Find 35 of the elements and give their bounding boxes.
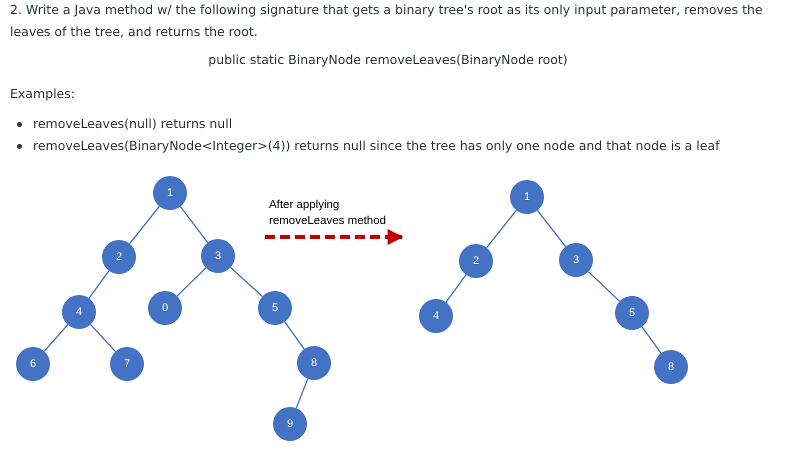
tree-node: 8 xyxy=(297,346,331,380)
tree-node: 7 xyxy=(110,347,144,381)
tree-edge xyxy=(641,326,662,354)
method-signature: public static BinaryNode removeLeaves(BinaryNode root) xyxy=(207,51,569,69)
tree-node: 3 xyxy=(559,243,593,277)
section-heading: Examples: xyxy=(10,85,75,103)
tree-edge xyxy=(180,206,208,243)
tree-node: 2 xyxy=(102,240,136,274)
tree-node: 3 xyxy=(201,239,235,273)
tree-node: 4 xyxy=(419,299,453,333)
example-item: removeLeaves(null) returns null xyxy=(33,115,232,133)
tree-node: 8 xyxy=(654,350,688,384)
tree-node: 4 xyxy=(62,295,96,329)
tree-node: 0 xyxy=(148,291,182,325)
tree-edge xyxy=(486,210,517,248)
tree-node: 1 xyxy=(510,180,544,214)
tree-edge xyxy=(296,378,308,408)
tree-edge xyxy=(176,267,206,297)
tree-edge xyxy=(44,324,68,352)
tree-edge xyxy=(230,266,263,298)
example-item: removeLeaves(BinaryNode<Integer>(4)) returns null since the tree has only one node and that node is a leaf xyxy=(33,137,720,155)
tree-node: 5 xyxy=(615,296,649,330)
tree-edge xyxy=(588,271,620,302)
tree-edge xyxy=(536,210,566,247)
tree-edge xyxy=(129,206,160,244)
tree-node: 9 xyxy=(273,407,307,441)
question-text: 2. Write a Java method w/ the following signature that gets a binary tree's root as its only input parameter, removes the leaves of the tree, and returns the root. xyxy=(10,1,764,41)
tree-node: 1 xyxy=(153,176,187,210)
tree-node: 2 xyxy=(459,244,493,278)
tree-edge xyxy=(284,321,305,350)
tree-node: 6 xyxy=(16,347,50,381)
tree-node: 5 xyxy=(258,291,292,325)
tree-edge xyxy=(88,270,110,299)
tree-edge xyxy=(90,324,116,352)
tree-edge xyxy=(445,274,467,303)
